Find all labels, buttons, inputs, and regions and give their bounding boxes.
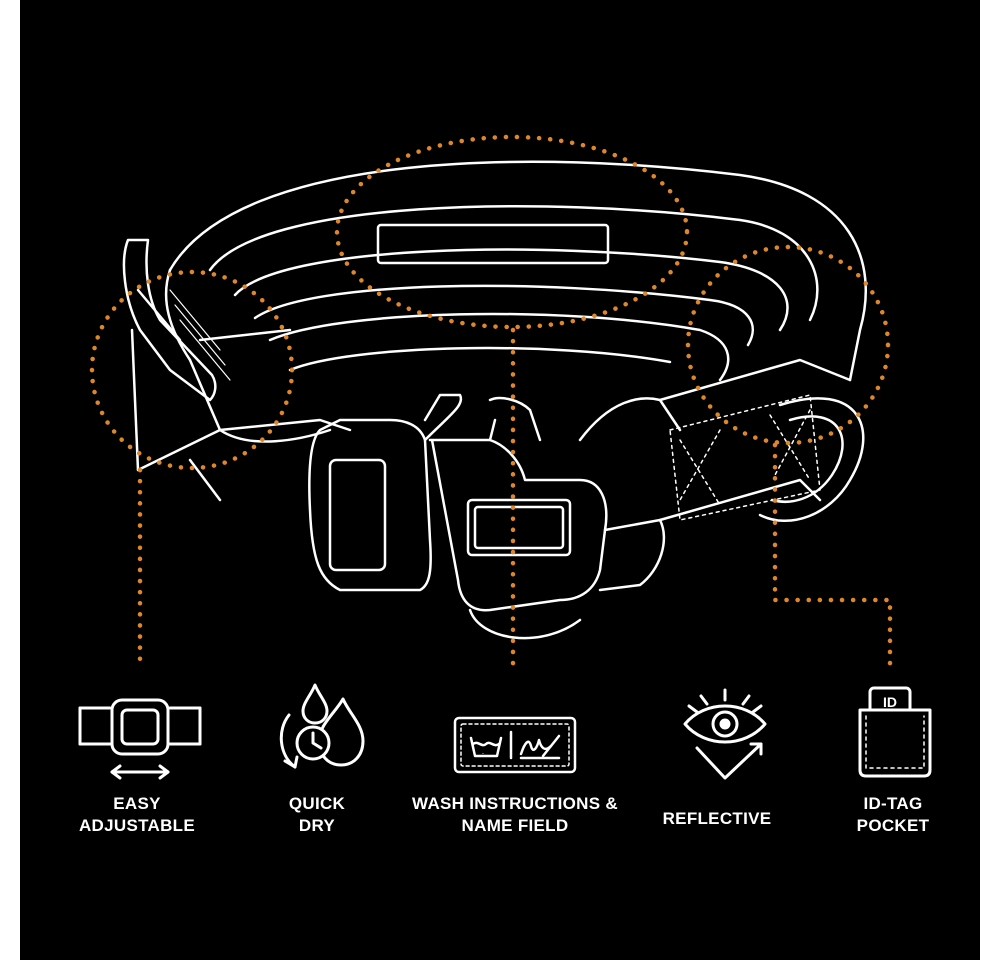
feature-label-line: POCKET (856, 816, 930, 835)
diagram-panel: . ID EASY ADJUSTABLE (20, 0, 980, 960)
callout-circle-name-field (334, 134, 690, 330)
feature-label-id-tag: ID-TAG POCKET (857, 793, 930, 837)
feature-label-line: ADJUSTABLE (78, 816, 196, 835)
feature-label-line: EASY (113, 794, 161, 813)
wash-label-icon: . (453, 716, 577, 774)
feature-label-line: WASH INSTRUCTIONS & (412, 794, 618, 813)
feature-label-quick-dry: QUICK DRY (289, 793, 345, 837)
callout-circle-adjustable (89, 269, 295, 471)
feature-label-line: REFLECTIVE (662, 809, 772, 828)
collar-diagram: . ID (78, 134, 932, 780)
water-drops-clock-icon (279, 683, 365, 769)
feature-label-adjustable: EASY ADJUSTABLE (79, 793, 195, 837)
buckle-arrow-icon (78, 698, 202, 780)
id-tag-text: ID (883, 694, 897, 710)
feature-label-line: NAME FIELD (461, 816, 569, 835)
id-pocket-icon: ID (858, 686, 932, 778)
feature-label-wash-name: WASH INSTRUCTIONS & NAME FIELD (412, 793, 618, 837)
feature-label-line: DRY (298, 816, 336, 835)
collar-illustration (122, 160, 868, 640)
svg-text:.: . (482, 747, 484, 756)
feature-label-line: ID-TAG (863, 794, 923, 813)
feature-label-line: QUICK (288, 794, 346, 813)
eye-reflection-icon (683, 688, 767, 780)
callout-lines (89, 134, 893, 668)
callout-circle-id-tag (685, 244, 891, 446)
feature-label-reflective: REFLECTIVE (663, 808, 772, 830)
